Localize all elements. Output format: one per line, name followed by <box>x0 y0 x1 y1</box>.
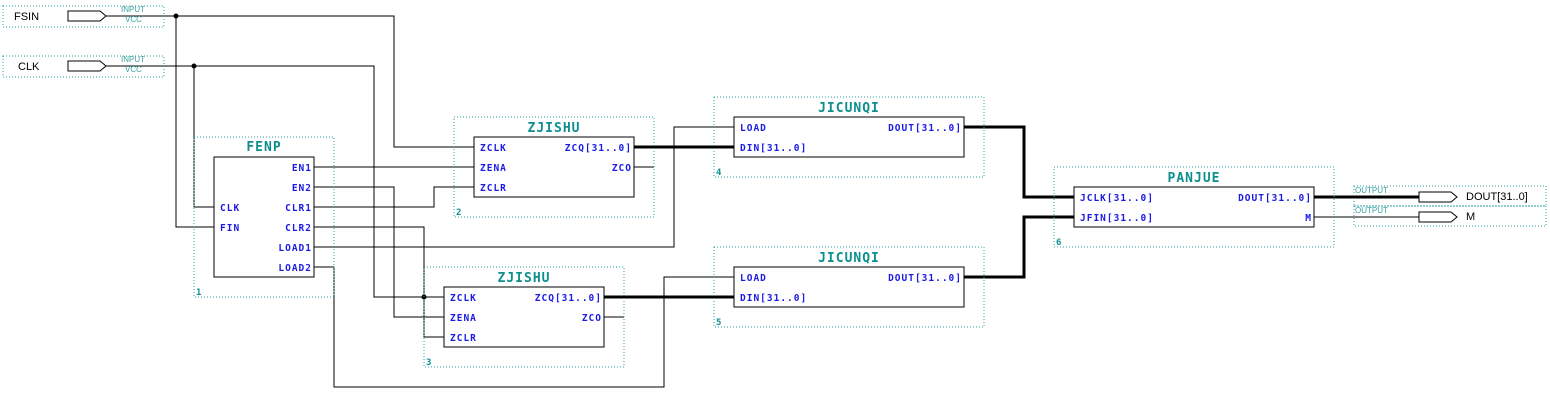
input-pin-fsin[interactable]: FSIN INPUT VCC <box>2 5 165 28</box>
block-body <box>733 116 965 158</box>
block-fenp[interactable]: FENP EN1 EN2 CLK CLR1 FIN CLR2 LOAD1 LOA… <box>193 136 335 298</box>
port-load: LOAD <box>740 123 767 134</box>
port-zena: ZENA <box>450 313 477 324</box>
port-load1: LOAD1 <box>278 243 312 254</box>
pin-kind-label: OUTPUT <box>1355 186 1388 195</box>
bus-dout-1[interactable] <box>964 125 1074 199</box>
block-zjishu-2[interactable]: ZJISHU ZCLK ZCQ[31..0] ZENA ZCO ZCLR 2 <box>453 116 655 218</box>
pin-kind-label: INPUT <box>121 55 145 64</box>
block-title: FENP <box>246 140 281 155</box>
instance-number: 4 <box>716 168 722 178</box>
wire-fsin[interactable] <box>106 15 474 148</box>
block-title: PANJUE <box>1168 171 1221 186</box>
pin-frame <box>2 55 165 78</box>
port-dout: DOUT[31..0] <box>1238 193 1312 204</box>
wire-load1[interactable] <box>314 126 734 248</box>
block-frame <box>713 96 985 178</box>
output-pin-icon <box>1418 191 1458 203</box>
block-jicunqi-5[interactable]: JICUNQI LOAD DOUT[31..0] DIN[31..0] 5 <box>713 246 985 328</box>
junction-dot <box>191 63 197 69</box>
port-fin: FIN <box>220 223 240 234</box>
wires <box>106 13 1419 388</box>
block-title: JICUNQI <box>818 101 880 116</box>
block-title: JICUNQI <box>818 251 880 266</box>
pin-vcc-label: VCC <box>125 65 142 74</box>
block-jicunqi-4[interactable]: JICUNQI LOAD DOUT[31..0] DIN[31..0] 4 <box>713 96 985 178</box>
block-frame <box>713 246 985 328</box>
block-frame <box>423 266 625 368</box>
wire-en2[interactable] <box>314 186 444 318</box>
port-zclk: ZCLK <box>450 293 477 304</box>
port-dout: DOUT[31..0] <box>888 123 962 134</box>
block-panjue-6[interactable]: PANJUE JCLK[31..0] DOUT[31..0] JFIN[31..… <box>1053 166 1335 248</box>
bus-dout-2[interactable] <box>964 215 1074 279</box>
port-load2: LOAD2 <box>278 263 312 274</box>
port-clr2: CLR2 <box>285 223 312 234</box>
port-din: DIN[31..0] <box>740 143 807 154</box>
port-clk: CLK <box>220 203 240 214</box>
pin-frame <box>2 5 165 28</box>
wire-load2[interactable] <box>314 266 734 388</box>
block-frame <box>453 116 655 218</box>
wire-clk-to-fenp[interactable] <box>193 66 214 208</box>
port-clr1: CLR1 <box>285 203 312 214</box>
instance-number: 3 <box>426 358 431 368</box>
block-body <box>213 156 315 278</box>
wire-clr1[interactable] <box>314 186 474 208</box>
block-body <box>733 266 965 308</box>
pin-label: M <box>1466 211 1475 223</box>
junction-dot <box>173 13 179 19</box>
instance-number: 2 <box>456 208 461 218</box>
port-zclr: ZCLR <box>480 183 507 194</box>
block-zjishu-3[interactable]: ZJISHU ZCLK ZCQ[31..0] ZENA ZCO ZCLR 3 <box>423 266 625 368</box>
port-zclr: ZCLR <box>450 333 477 344</box>
pin-vcc-label: VCC <box>125 15 142 24</box>
output-pin-dout[interactable]: OUTPUT DOUT[31..0] <box>1353 185 1547 207</box>
wire-clk[interactable] <box>106 65 444 298</box>
port-zclk: ZCLK <box>480 143 507 154</box>
block-frame <box>193 136 335 298</box>
port-jclk: JCLK[31..0] <box>1080 193 1154 204</box>
pin-frame <box>1353 205 1547 227</box>
block-body <box>443 286 605 348</box>
block-body <box>1073 186 1315 228</box>
input-pin-icon <box>67 10 107 22</box>
pin-label: FSIN <box>14 11 39 23</box>
port-din: DIN[31..0] <box>740 293 807 304</box>
pin-frame <box>1353 185 1547 207</box>
input-pin-clk[interactable]: CLK INPUT VCC <box>2 55 165 78</box>
port-load: LOAD <box>740 273 767 284</box>
port-dout: DOUT[31..0] <box>888 273 962 284</box>
pin-kind-label: OUTPUT <box>1355 206 1388 215</box>
port-jfin: JFIN[31..0] <box>1080 213 1154 224</box>
block-body <box>473 136 635 198</box>
instance-number: 1 <box>196 288 201 298</box>
input-pin-icon <box>67 60 107 72</box>
port-zena: ZENA <box>480 163 507 174</box>
block-title: ZJISHU <box>498 271 551 286</box>
wire-fsin-to-fin[interactable] <box>175 16 214 228</box>
pin-label: CLK <box>18 61 40 73</box>
port-en2: EN2 <box>292 183 312 194</box>
pin-label: DOUT[31..0] <box>1466 191 1528 203</box>
port-zco: ZCO <box>612 163 632 174</box>
port-zco: ZCO <box>582 313 602 324</box>
output-pin-m[interactable]: OUTPUT M <box>1353 205 1547 227</box>
block-title: ZJISHU <box>528 121 581 136</box>
port-zcq: ZCQ[31..0] <box>535 293 602 304</box>
instance-number: 5 <box>716 318 721 328</box>
output-pin-icon <box>1418 211 1458 223</box>
port-zcq: ZCQ[31..0] <box>565 143 632 154</box>
port-en1: EN1 <box>292 163 312 174</box>
port-m: M <box>1305 213 1312 224</box>
instance-number: 6 <box>1056 238 1061 248</box>
pin-kind-label: INPUT <box>121 5 145 14</box>
